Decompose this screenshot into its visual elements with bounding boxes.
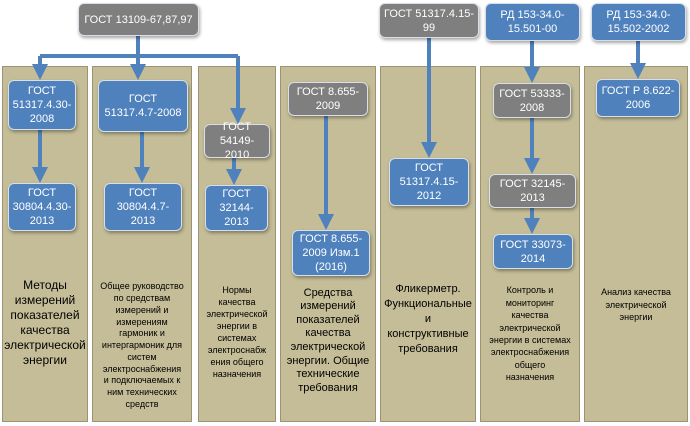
column-1-standard-box-2: ГОСТ 30804.4.30- 2013 xyxy=(8,183,76,231)
column-7 xyxy=(584,66,688,422)
column-2-standard-box-2: ГОСТ 30804.4.7- 2013 xyxy=(104,183,182,231)
column-1-standard-box-1: ГОСТ 51317.4.30- 2008 xyxy=(8,80,76,130)
column-3-standard-box-2: ГОСТ 32144- 2013 xyxy=(205,185,268,231)
top-standard-box-5: ГОСТ 51317.4.15- 99 xyxy=(379,3,479,38)
column-5-standard-box-1: ГОСТ 51317.4.15- 2012 xyxy=(389,158,469,206)
top-standard-box-6: РД 153-34.0- 15.501-00 xyxy=(485,3,580,41)
column-2-standard-box-1: ГОСТ 51317.4.7-2008 xyxy=(98,80,188,132)
column-4-standard-box-2: ГОСТ 8.655- 2009 Изм.1 (2016) xyxy=(292,230,370,276)
column-5 xyxy=(380,66,476,422)
column-7-description: Анализ качества электрической энергии xyxy=(601,287,671,323)
column-5-description: Фликерметр. Функциональные и конструктив… xyxy=(384,282,472,355)
column-3-description: Нормы качества электрической энергии в с… xyxy=(206,285,268,379)
column-7-standard-box-1: ГОСТ Р 8.622- 2006 xyxy=(596,79,680,117)
column-6-standard-box-1: ГОСТ 53333- 2008 xyxy=(493,83,571,118)
column-3-standard-box-1: ГОСТ 54149-2010 xyxy=(204,121,270,161)
top-standard-box-7: РД 153-34.0- 15.502-2002 xyxy=(591,3,686,41)
root-standard-box: ГОСТ 13109-67,87,97 xyxy=(78,3,199,36)
column-6-standard-box-3: ГОСТ 33073- 2014 xyxy=(493,234,573,269)
column-2-description: Общее руководство по средствам измерений… xyxy=(100,281,184,410)
column-6-standard-box-2: ГОСТ 32145- 2013 xyxy=(489,174,576,208)
column-4-description: Средства измерений показателей качества … xyxy=(286,286,370,394)
column-1-description: Методы измерений показателей качества эл… xyxy=(4,278,86,367)
column-4-standard-box-1: ГОСТ 8.655- 2009 xyxy=(288,82,368,116)
column-6-description: Контроль и мониторинг качества электриче… xyxy=(489,285,571,383)
